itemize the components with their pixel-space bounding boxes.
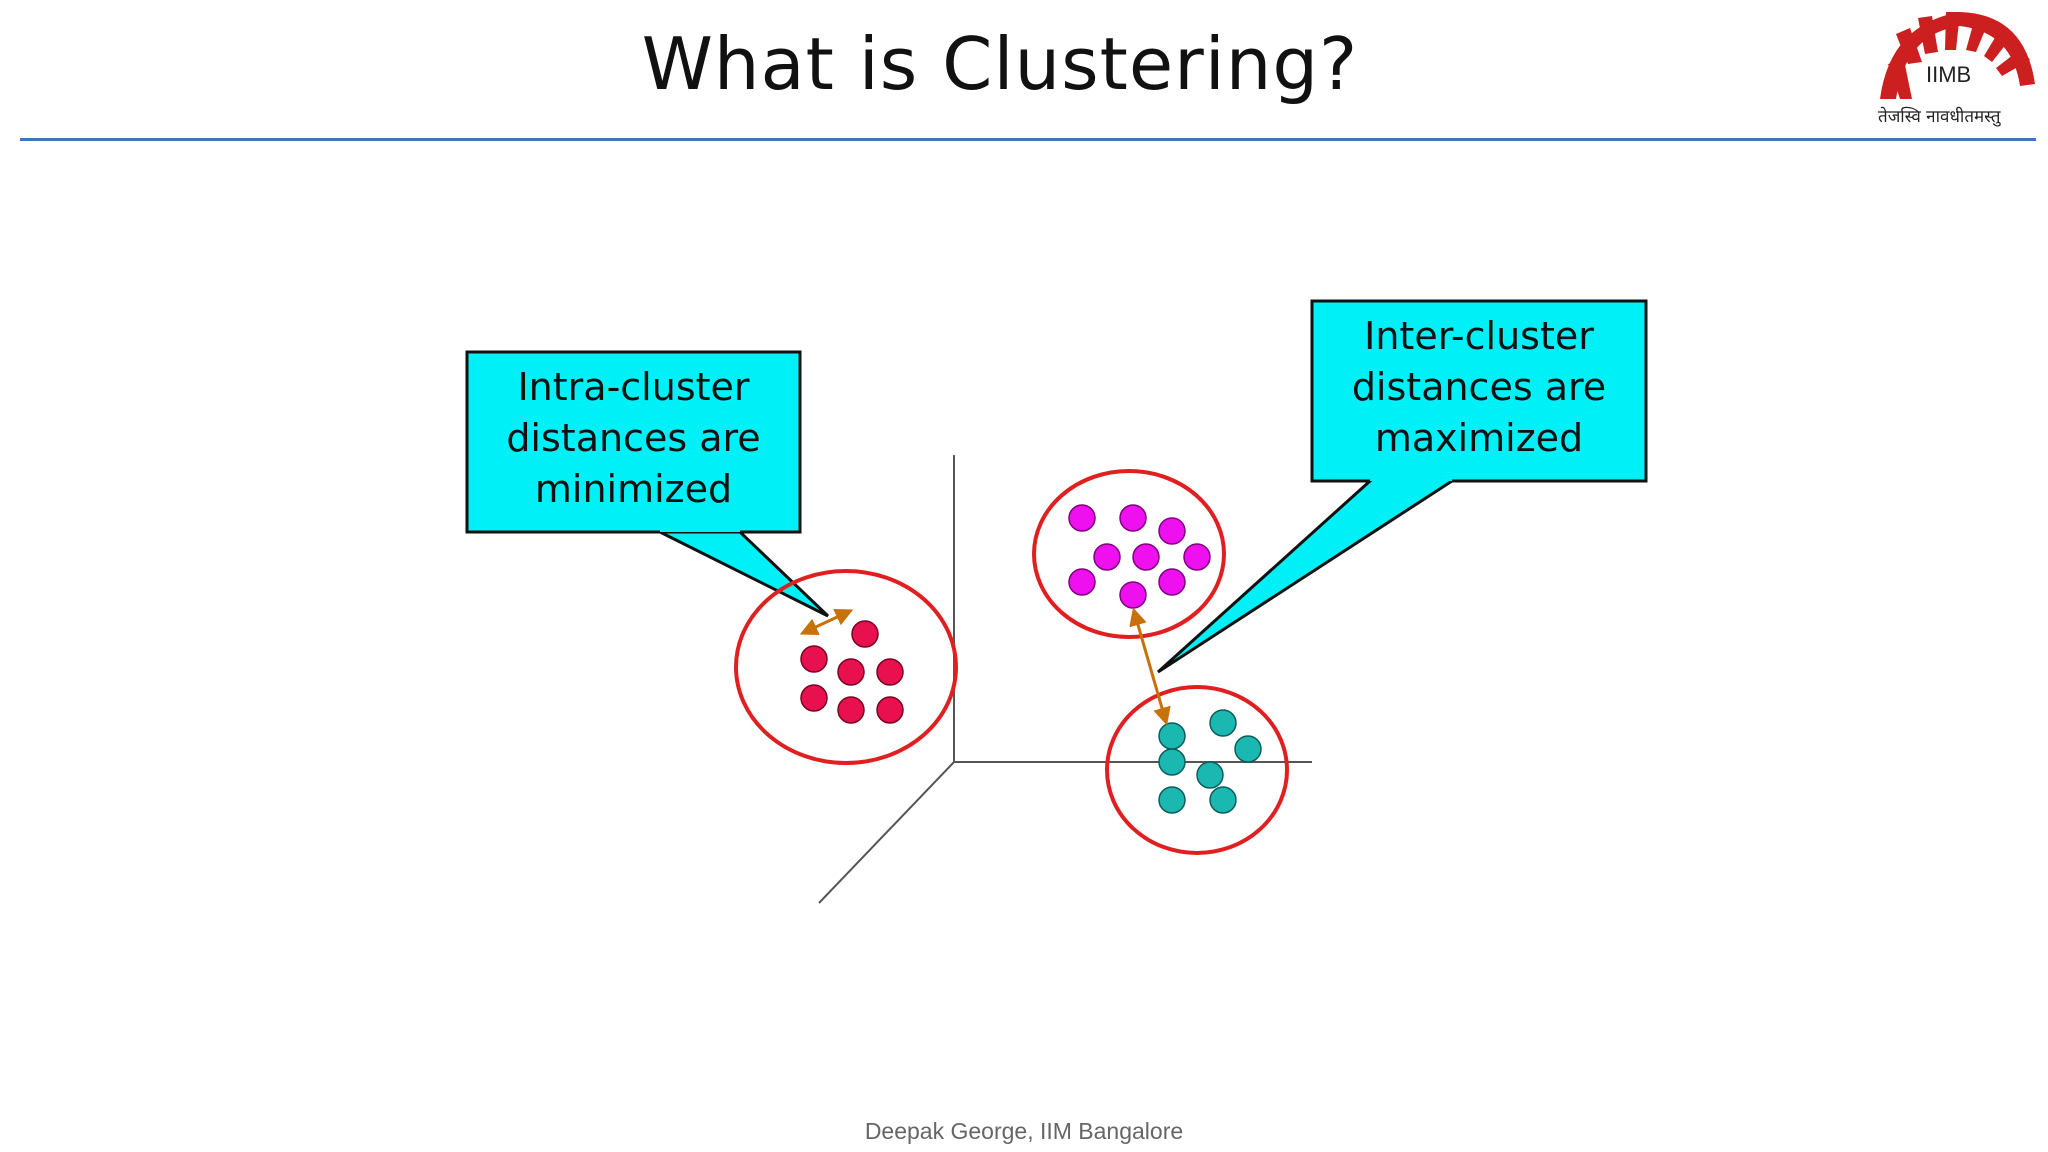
data-point xyxy=(1068,504,1096,532)
data-point xyxy=(837,658,865,686)
cluster-points-red xyxy=(800,620,904,724)
data-point xyxy=(1209,709,1237,737)
intra-callout-line: minimized xyxy=(534,467,733,511)
data-point xyxy=(851,620,879,648)
inter-callout-line: Inter-cluster xyxy=(1364,314,1594,358)
z-axis xyxy=(818,761,955,904)
slide-footer: Deepak George, IIM Bangalore xyxy=(864,1118,1184,1144)
intra-callout-line: distances are xyxy=(506,416,761,460)
logo-motto: तेजस्वि नावधीतमस्तु xyxy=(1878,107,2001,127)
cluster-points-magenta xyxy=(1068,504,1211,609)
data-point xyxy=(800,645,828,673)
data-point xyxy=(1158,786,1186,814)
inter-callout-line: maximized xyxy=(1374,416,1584,460)
inter-callout-line: distances are xyxy=(1351,365,1607,409)
cluster-ring-magenta xyxy=(1032,469,1226,639)
data-point xyxy=(876,658,904,686)
cluster-ring-teal xyxy=(1105,685,1289,855)
data-point xyxy=(1234,735,1262,763)
inter-callout-shape xyxy=(1156,299,1648,674)
data-point xyxy=(837,696,865,724)
data-point xyxy=(1119,504,1147,532)
data-point xyxy=(1158,517,1186,545)
intra-distance-arrow xyxy=(799,608,854,636)
data-point xyxy=(1132,543,1160,571)
data-point xyxy=(1183,543,1211,571)
data-point xyxy=(1158,748,1186,776)
data-point xyxy=(1196,761,1224,789)
cluster-ring-red xyxy=(734,569,958,765)
inter-distance-arrow xyxy=(1129,607,1171,726)
title-divider xyxy=(20,138,2036,141)
data-point xyxy=(876,696,904,724)
intra-callout-shape xyxy=(465,350,830,618)
data-point xyxy=(1119,581,1147,609)
data-point xyxy=(800,684,828,712)
data-point xyxy=(1209,786,1237,814)
iimb-logo-icon xyxy=(1880,12,2035,99)
cluster-points-teal xyxy=(1158,709,1262,814)
intra-callout-text: Intra-cluster distances are minimized xyxy=(467,362,800,515)
data-point xyxy=(1093,543,1121,571)
data-point xyxy=(1068,568,1096,596)
slide-title: What is Clustering? xyxy=(641,22,1359,106)
inter-callout-text: Inter-cluster distances are maximized xyxy=(1312,311,1646,464)
intra-callout-line: Intra-cluster xyxy=(517,365,750,409)
data-point xyxy=(1158,568,1186,596)
logo-text: IIMB xyxy=(1926,62,1972,87)
data-point xyxy=(1158,722,1186,750)
